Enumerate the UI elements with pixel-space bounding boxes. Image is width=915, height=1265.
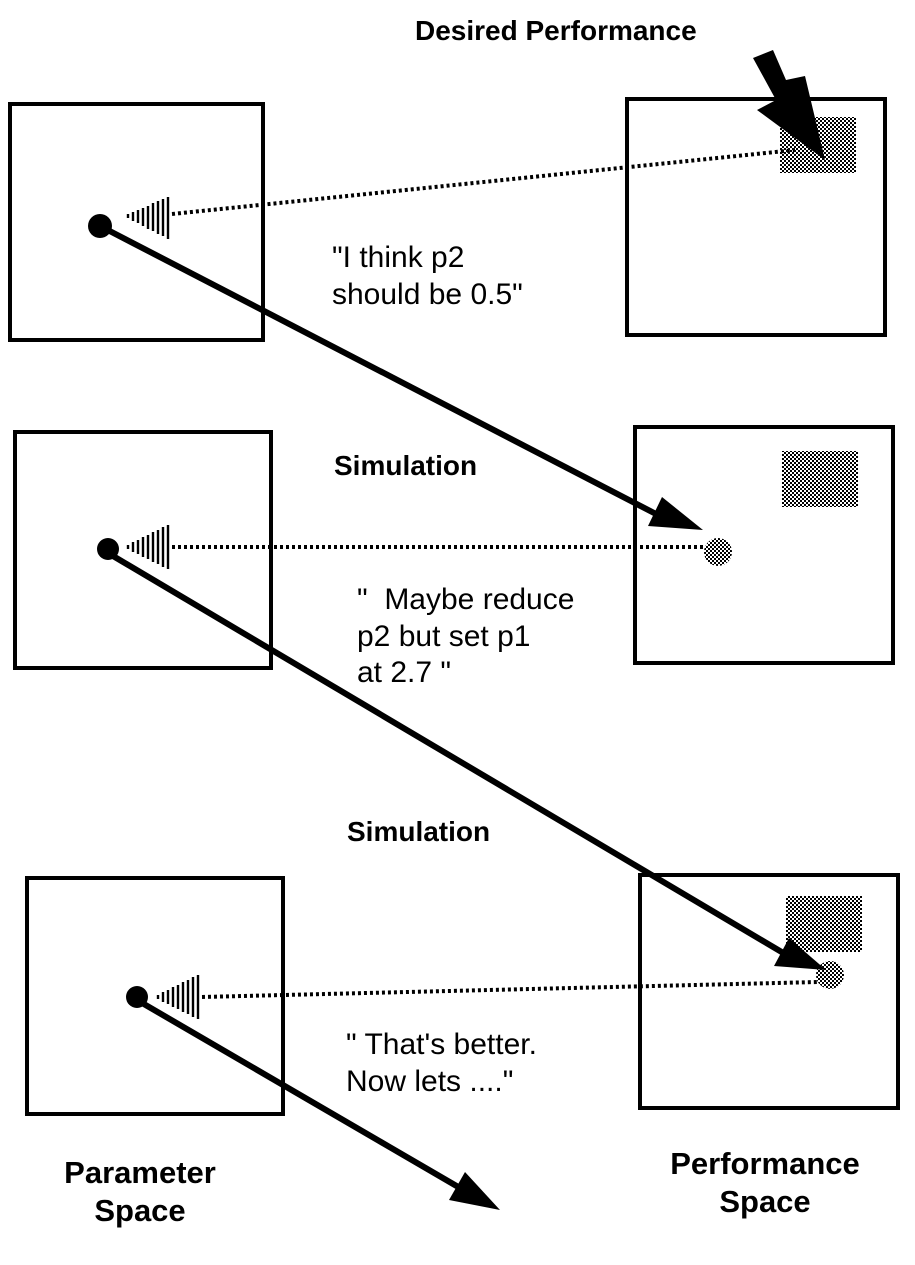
desired-performance-arrow [753,50,825,160]
feedback-cone-3 [156,975,200,1019]
simulation-arrow-line-3 [135,997,462,1191]
simulation-label-2: Simulation [347,816,491,847]
desired-performance-label: Desired Performance [415,15,697,46]
parameter-point-2 [97,538,119,560]
performance-space-label: Performance Space [670,1146,860,1219]
parameter-space-label: Parameter Space [64,1155,216,1228]
parameter-space-box-2 [13,430,273,670]
simulation-arrowhead-2 [774,938,826,970]
designer-quote-2: " Maybe reduce p2 but set p1 at 2.7 " [357,583,575,690]
simulation-arrow-line-2 [106,550,787,957]
designer-quote-1: "I think p2 should be 0.5" [332,241,523,311]
parameter-point-3 [126,986,148,1008]
designer-quote-3: " That's better. Now lets ...." [346,1028,537,1098]
simulation-arrowhead-3 [449,1172,500,1210]
parameter-space-box-1 [8,102,265,342]
parameter-point-1 [88,214,112,238]
parameter-space-box-3 [25,876,285,1116]
feedback-cone-2 [126,525,170,569]
performance-space-box-1 [625,97,887,337]
feedback-dotted-line-1 [171,148,796,216]
desired-performance-region-3 [786,896,862,952]
desired-performance-region-2 [782,451,858,507]
feedback-dotted-line-3 [201,980,819,999]
simulation-label-1: Simulation [334,450,478,481]
feedback-cone-1 [126,197,170,239]
simulated-performance-point-2 [704,538,732,566]
performance-space-box-3 [638,873,900,1110]
simulation-arrowhead-1 [648,497,703,530]
simulation-arrow-line-1 [98,223,658,517]
